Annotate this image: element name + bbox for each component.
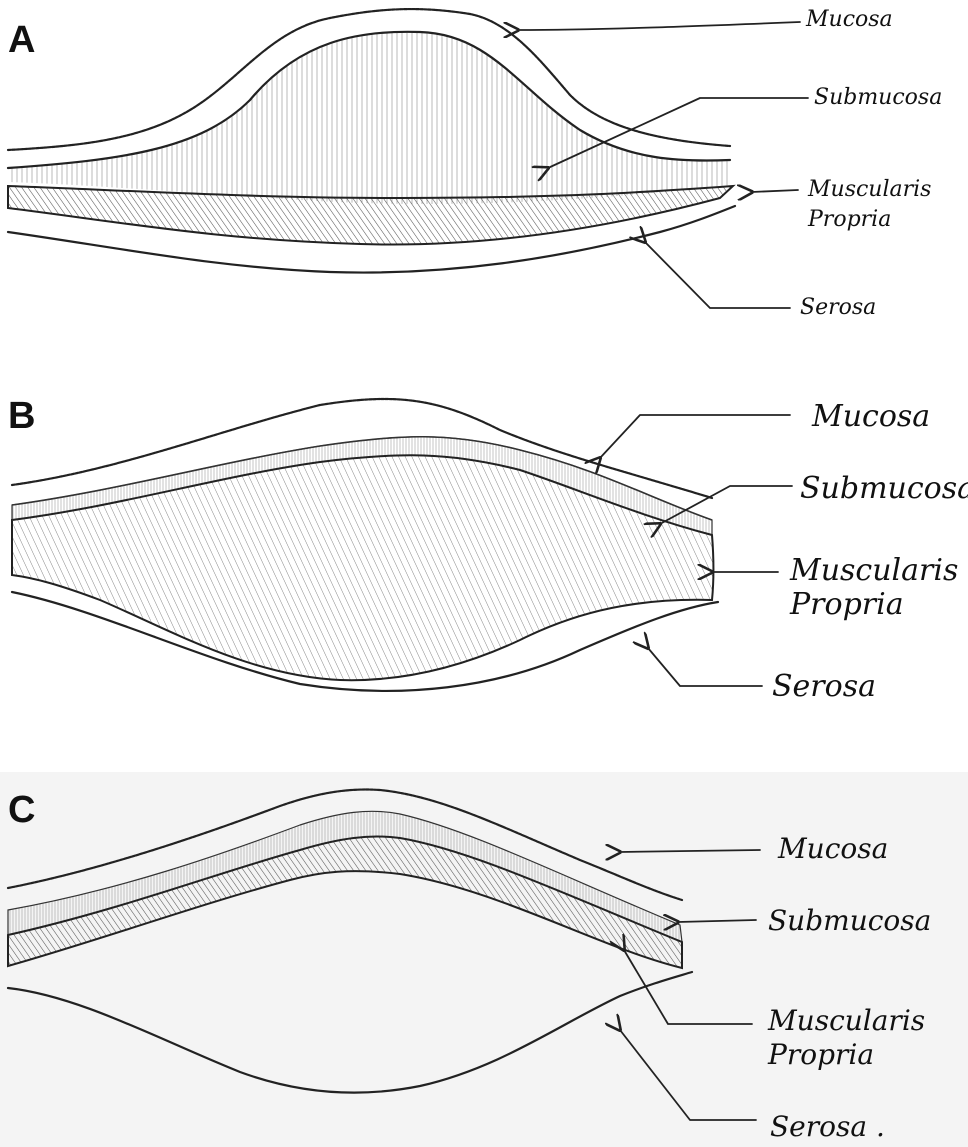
panel-a: A Mucosa Submucosa Muscularis Propria Se…	[6, 7, 942, 320]
panel-a-letter: A	[8, 19, 35, 61]
panel-b-label-muscularis: Muscularis	[789, 553, 958, 588]
panel-b-mucosa-leader	[600, 414, 791, 458]
panel-b-submucosa-leader	[660, 485, 793, 524]
panel-b-letter: B	[8, 395, 35, 437]
panel-b-label-serosa: Serosa	[772, 669, 876, 704]
panel-c-mucosa-surface	[6, 788, 684, 902]
panel-a-submucosa-leader	[548, 97, 809, 168]
panel-c-background	[0, 772, 968, 1147]
panel-c-serosa	[6, 970, 694, 1094]
panel-b-serosa	[10, 590, 720, 692]
panel-b-mucosa-inner	[11, 435, 713, 521]
panel-c-muscularis-leader	[624, 950, 753, 1025]
panel-a-mucosa-inner	[6, 30, 732, 170]
panel-b-label-mucosa: Mucosa	[811, 399, 930, 434]
panel-a-submucosa-mass	[8, 31, 730, 205]
panel-c-muscularis-band	[7, 835, 683, 970]
panel-c: C Mucosa Submucosa Muscularis Propria Se…	[6, 788, 931, 1143]
panel-a-label-serosa: Serosa	[800, 295, 876, 320]
panel-a-serosa	[6, 204, 737, 274]
panel-c-letter: C	[8, 789, 35, 831]
panel-c-label-propria: Propria	[767, 1038, 874, 1071]
panel-c-label-submucosa: Submucosa	[768, 904, 931, 937]
panel-a-muscularis-band	[7, 184, 736, 246]
panel-a-label-muscularis: Muscularis	[807, 177, 931, 202]
panel-a-muscularis-leader	[752, 190, 799, 192]
panel-a-mucosa-surface	[6, 7, 732, 152]
panel-b-serosa-leader	[648, 648, 763, 687]
panel-b-label-propria: Propria	[789, 587, 904, 622]
panel-c-serosa-leader	[620, 1030, 757, 1121]
panel-a-serosa-leader	[645, 242, 791, 309]
panel-a-label-mucosa: Mucosa	[805, 7, 893, 32]
panel-b-muscularis-mass	[11, 454, 715, 682]
panel-c-label-mucosa: Mucosa	[777, 832, 888, 865]
panel-b-label-submucosa: Submucosa	[800, 471, 968, 506]
panel-c-submucosa-leader	[678, 920, 757, 922]
panel-a-mucosa-leader	[518, 21, 801, 30]
panel-c-mucosa-leader	[620, 850, 761, 852]
panel-a-label-propria: Propria	[807, 207, 891, 232]
panel-b: B Mucosa Submucosa Muscularis Propria Se…	[8, 395, 968, 704]
panel-a-label-submucosa: Submucosa	[814, 85, 942, 110]
panel-c-label-serosa: Serosa .	[770, 1110, 885, 1143]
panel-c-label-muscularis: Muscularis	[767, 1004, 925, 1037]
